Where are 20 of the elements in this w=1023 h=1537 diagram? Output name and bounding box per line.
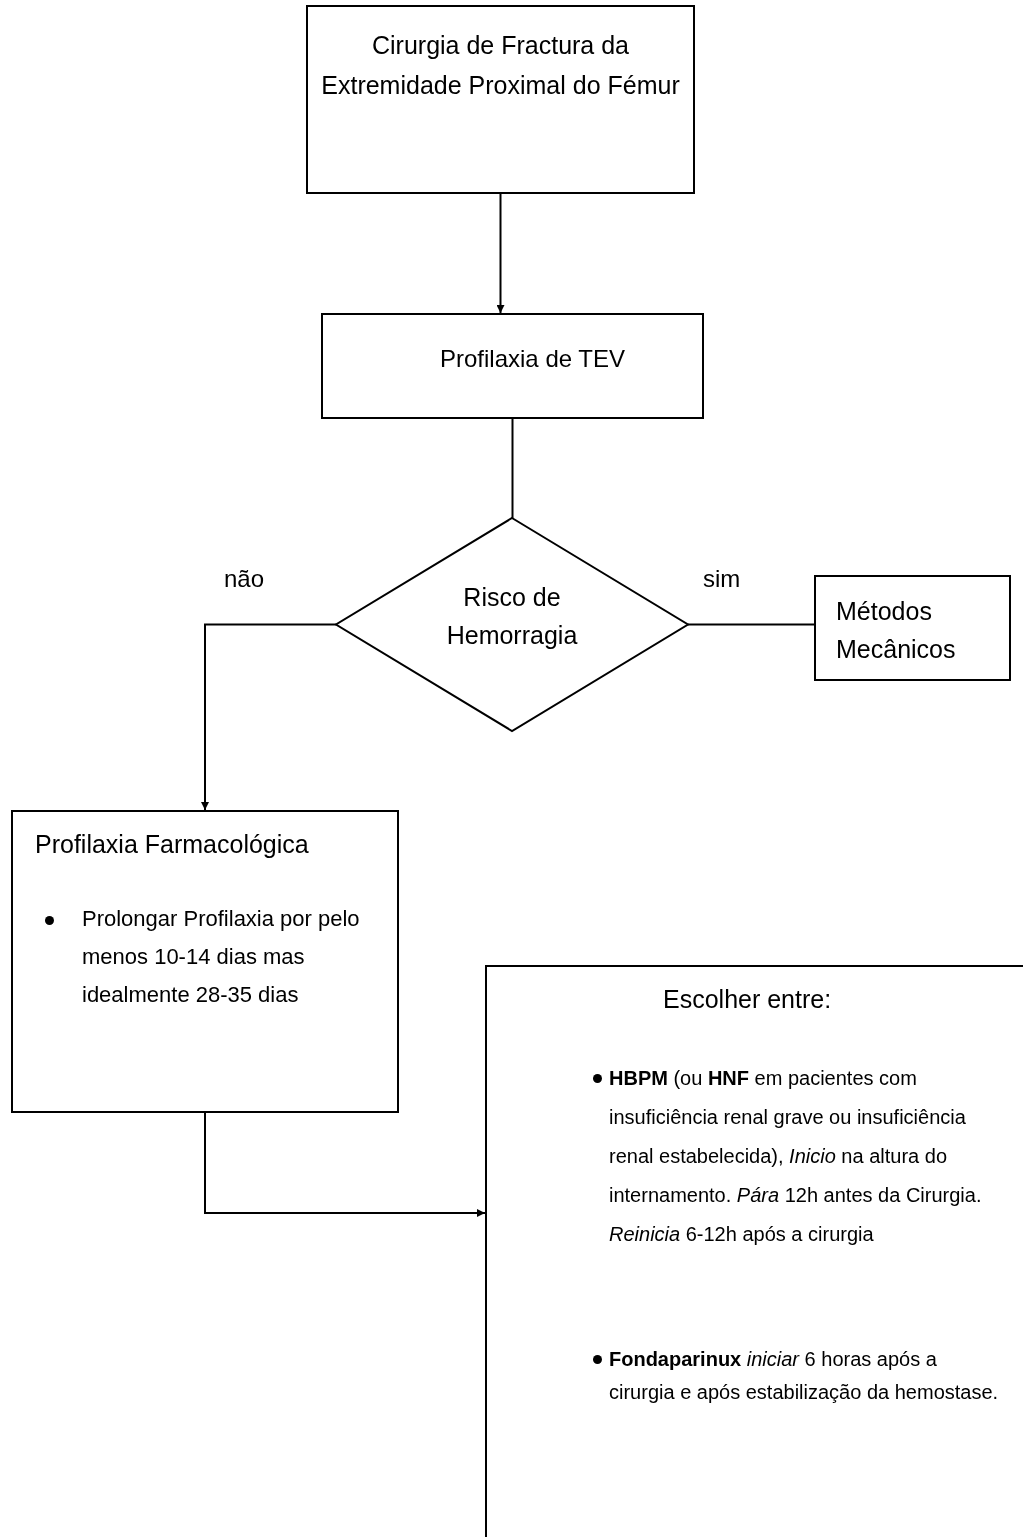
connector-line (511, 418, 514, 519)
arrow (496, 193, 505, 314)
bullet-text: Prolongar Profilaxia por pelo menos 10-14 dias mas idealmente 28-35 dias (82, 905, 361, 1009)
connector-line (687, 623, 815, 626)
process-box (321, 313, 704, 419)
bullet-text: Fondaparinux iniciar 6 horas após a cirurgia e após estabilização da hemostase. (609, 1347, 1000, 1405)
process-box (11, 810, 399, 1113)
box-heading: Escolher entre: (663, 984, 833, 1015)
process-box (485, 965, 1023, 1537)
node-label: Profilaxia de TEV (440, 344, 626, 374)
node-label: Métodos Mecânicos (836, 596, 957, 665)
node-label: Risco de Hemorragia (445, 582, 579, 651)
decision-diamond (336, 518, 688, 731)
box-heading: Profilaxia Farmacológica (35, 829, 310, 860)
arrow (201, 623, 337, 811)
process-box (814, 575, 1011, 681)
arrow (204, 1112, 486, 1217)
process-box (306, 5, 695, 194)
bullet-text: HBPM (ou HNF em pacientes com insuficiência renal grave ou insuficiência renal estabelecida), Inicio na altura do internamento. Pára 12h antes da Cirurgia. Reinicia 6-12h após a cirurgia (609, 1066, 983, 1247)
node-label: Cirurgia de Fractura da Extremidade Proximal do Fémur (320, 30, 681, 101)
